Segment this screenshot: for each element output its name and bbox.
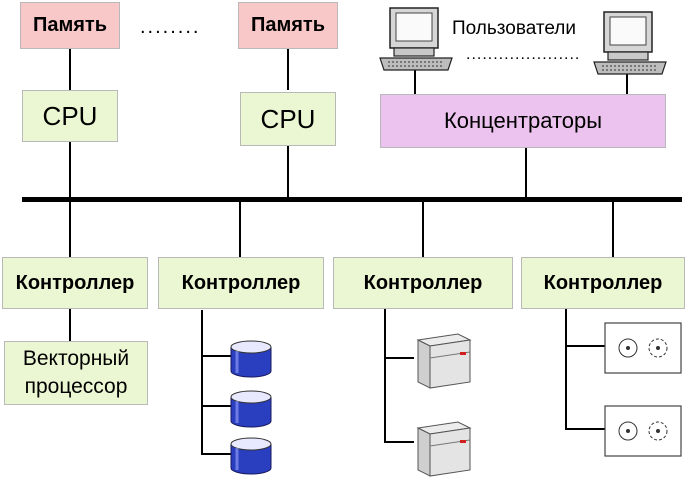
system-bus (22, 197, 682, 202)
wire-tape-1 (565, 345, 605, 347)
controller-label: Контроллер (15, 271, 135, 294)
wire-cpu-2-bus (287, 145, 289, 199)
computer-terminal-icon (379, 7, 453, 71)
wire-controller-tapes (565, 308, 567, 430)
concentrators-box: Концентраторы (380, 94, 666, 148)
disk-drive-icon (230, 340, 272, 378)
wire-hub-bus (525, 147, 527, 199)
controller-box-3: Контроллер (333, 257, 513, 309)
wire-disk-1 (201, 355, 231, 357)
memory-ellipsis: ........ (140, 16, 201, 38)
memory-box-1: Память (20, 2, 120, 49)
cpu-box-2: CPU (240, 92, 336, 146)
wire-bus-controller-3 (422, 202, 424, 257)
wire-bus-controller-2 (239, 202, 241, 258)
controller-box-4: Контроллер (521, 257, 685, 309)
wire-controller-disks (201, 310, 203, 455)
cpu-label: CPU (42, 100, 98, 131)
controller-label: Контроллер (363, 271, 483, 294)
wire-controller-printers (384, 308, 386, 443)
wire-printer-1 (384, 357, 414, 359)
vector-processor-box: Векторный процессор (4, 341, 148, 405)
wire-disk-3 (201, 453, 231, 455)
wire-terminal-1-hub (414, 68, 416, 95)
disk-drive-icon (230, 390, 272, 428)
wire-disk-2 (201, 405, 231, 407)
concentrators-label: Концентраторы (443, 108, 603, 133)
controller-box-2: Контроллер (158, 257, 324, 309)
tape-drive-icon (604, 405, 682, 457)
printer-icon (416, 421, 472, 477)
controller-box-1: Контроллер (2, 257, 148, 309)
controller-label: Контроллер (181, 271, 301, 294)
disk-drive-icon (230, 437, 272, 475)
cpu-label: CPU (260, 103, 316, 134)
vector-processor-line1: Векторный (22, 347, 130, 370)
wire-memory-cpu-1 (69, 48, 71, 90)
computer-terminal-icon (593, 11, 667, 75)
users-label: Пользователи (452, 18, 577, 39)
memory-label: Память (32, 14, 108, 36)
cpu-box-1: CPU (22, 90, 118, 142)
wire-tape-2 (565, 428, 605, 430)
tape-drive-icon (604, 322, 682, 374)
wire-printer-2 (384, 441, 414, 443)
memory-box-2: Память (238, 2, 338, 49)
wire-memory-cpu-2 (287, 48, 289, 90)
printer-icon (416, 333, 472, 389)
wire-bus-controller-1 (69, 202, 71, 258)
wire-controller-vector (69, 308, 71, 342)
wire-bus-controller-4 (612, 202, 614, 257)
wire-terminal-2-hub (626, 72, 628, 95)
controller-label: Контроллер (543, 271, 663, 294)
users-ellipsis: ..................... (466, 46, 581, 63)
wire-cpu-1-bus (69, 141, 71, 199)
memory-label: Память (250, 14, 326, 36)
vector-processor-line2: процессор (24, 375, 128, 398)
